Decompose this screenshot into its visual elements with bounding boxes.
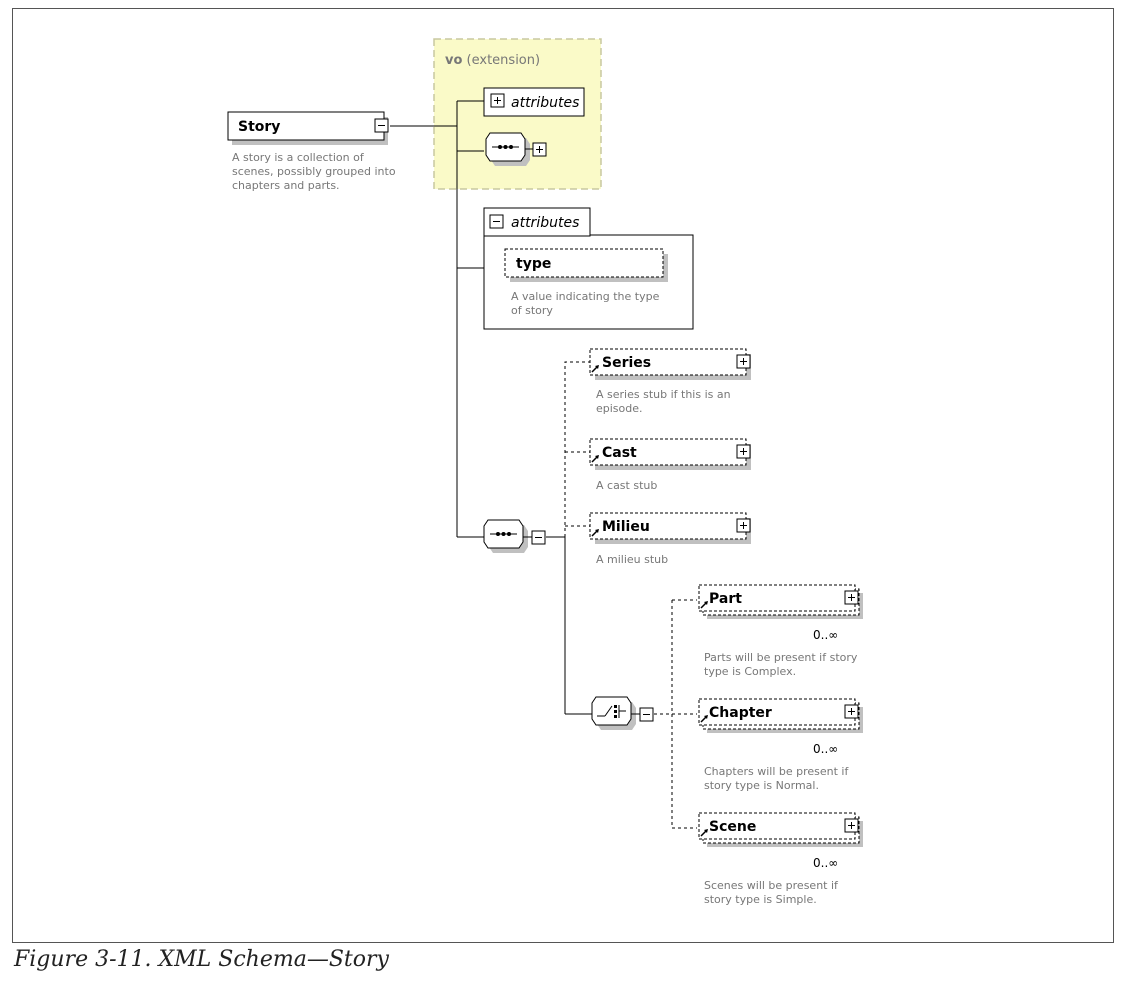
series-label: Series [602, 355, 651, 371]
sequence-compositor[interactable] [483, 519, 546, 553]
extension-sequence-compositor[interactable] [485, 132, 547, 166]
choice-element-scene[interactable]: Scene [698, 812, 863, 847]
scene-occurrence: 0..∞ [813, 856, 838, 870]
part-occurrence: 0..∞ [813, 628, 838, 642]
expand-icon[interactable] [844, 818, 859, 833]
story-element[interactable]: Story [227, 111, 389, 145]
milieu-label: Milieu [602, 519, 650, 535]
choice-compositor[interactable] [591, 696, 654, 730]
sequence-element-cast[interactable]: Cast [589, 438, 751, 470]
sequence-element-milieu[interactable]: Milieu [589, 512, 751, 544]
figure-caption: Figure 3-11. XML Schema—Story [14, 947, 389, 972]
series-description: A series stub if this is an episode. [596, 388, 734, 415]
part-label: Part [709, 591, 742, 607]
chapter-occurrence: 0..∞ [813, 742, 838, 756]
extension-attributes[interactable]: attributes [483, 87, 585, 117]
extension-header: vo (extension) [445, 53, 540, 68]
expand-icon[interactable] [736, 354, 751, 369]
choice-element-part[interactable]: Part [698, 584, 863, 619]
attributes-label: attributes [511, 215, 579, 231]
type-description: A value indicating the type of story [511, 290, 663, 317]
story-description: A story is a collection of scenes, possi… [232, 151, 399, 192]
choice-collapse-icon[interactable] [639, 707, 654, 722]
attributes-group: attributes type A value indicating the t… [483, 207, 694, 330]
extension-attributes-label: attributes [511, 95, 579, 111]
expand-icon[interactable] [844, 704, 859, 719]
milieu-description: A milieu stub [596, 553, 668, 566]
expand-icon[interactable] [844, 590, 859, 605]
scene-label: Scene [709, 819, 756, 835]
connector-lines [390, 100, 697, 829]
expand-icon[interactable] [490, 93, 505, 108]
scene-description: Scenes will be present if story type is … [704, 879, 841, 906]
cast-description: A cast stub [596, 479, 657, 492]
type-attribute[interactable] [504, 248, 664, 278]
sequence-element-series[interactable]: Series [589, 348, 751, 380]
choice-element-chapter[interactable]: Chapter [698, 698, 863, 733]
collapse-icon[interactable] [489, 214, 504, 229]
collapse-icon[interactable] [374, 118, 389, 133]
expand-icon[interactable] [736, 444, 751, 459]
sequence-collapse-icon[interactable] [531, 530, 546, 545]
chapter-description: Chapters will be present if story type i… [704, 765, 852, 792]
expand-icon[interactable] [736, 518, 751, 533]
schema-diagram: vo (extension) Story A story is a collec… [227, 38, 863, 906]
chapter-label: Chapter [709, 705, 772, 721]
cast-label: Cast [602, 445, 637, 461]
part-description: Parts will be present if story type is C… [704, 651, 861, 678]
sequence-icon[interactable] [532, 142, 547, 157]
story-label: Story [238, 119, 280, 135]
type-label: type [516, 256, 551, 272]
